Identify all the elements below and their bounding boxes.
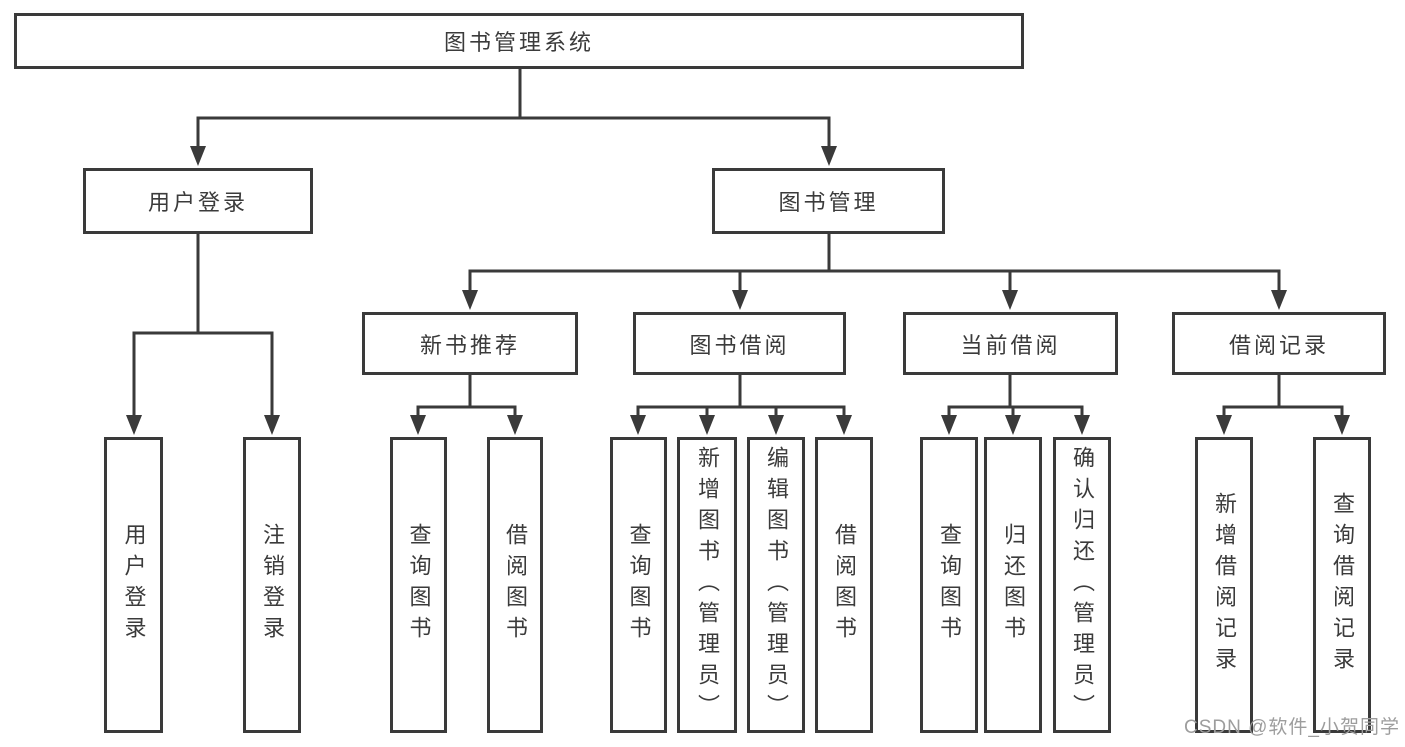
leaf-borrow-books: 借阅图书 <box>815 437 873 733</box>
leaf-edit-book-admin: 编辑图书（管理员） <box>747 437 805 733</box>
leaf-query-books-recommend-label: 查询图书 <box>406 523 432 647</box>
leaf-add-book-admin: 新增图书（管理员） <box>677 437 737 733</box>
node-book-borrow: 图书借阅 <box>633 312 846 375</box>
leaf-return-book-label: 归还图书 <box>1001 523 1026 647</box>
node-library-system: 图书管理系统 <box>14 13 1024 69</box>
leaf-query-books-recommend: 查询图书 <box>390 437 447 733</box>
connector-user-login <box>126 233 280 435</box>
leaf-query-books-current-label: 查询图书 <box>937 523 962 647</box>
connector-root <box>190 69 837 166</box>
leaf-confirm-return-admin: 确认归还（管理员） <box>1053 437 1111 733</box>
leaf-borrow-books-recommend: 借阅图书 <box>487 437 543 733</box>
connector-current-borrow <box>941 375 1090 435</box>
node-book-management-label: 图书管理 <box>778 190 879 215</box>
connector-borrow-records <box>1216 375 1350 435</box>
connector-book-management <box>462 233 1287 310</box>
node-new-book-recommend: 新书推荐 <box>362 312 578 375</box>
node-current-borrow: 当前借阅 <box>903 312 1118 375</box>
leaf-edit-book-admin-label: 编辑图书（管理员） <box>764 445 789 725</box>
node-book-management: 图书管理 <box>712 168 945 234</box>
node-new-book-recommend-label: 新书推荐 <box>419 332 520 358</box>
node-book-borrow-label: 图书借阅 <box>689 332 790 358</box>
leaf-logout: 注销登录 <box>243 437 301 733</box>
leaf-add-borrow-record-label: 新增借阅记录 <box>1212 492 1237 678</box>
leaf-user-login: 用户登录 <box>104 437 163 733</box>
leaf-add-borrow-record: 新增借阅记录 <box>1195 437 1253 733</box>
node-borrow-records-label: 借阅记录 <box>1228 332 1329 358</box>
leaf-query-books-borrow: 查询图书 <box>610 437 667 733</box>
node-library-system-label: 图书管理系统 <box>443 30 594 55</box>
leaf-user-login-label: 用户登录 <box>121 523 147 647</box>
connector-new-book-recommend <box>410 375 523 435</box>
leaf-query-borrow-record-label: 查询借阅记录 <box>1330 492 1355 678</box>
leaf-add-book-admin-label: 新增图书（管理员） <box>695 445 720 725</box>
node-current-borrow-label: 当前借阅 <box>960 332 1061 358</box>
watermark: CSDN @软件_小贺同学 <box>1184 717 1400 738</box>
leaf-query-books-borrow-label: 查询图书 <box>626 523 652 647</box>
leaf-query-borrow-record: 查询借阅记录 <box>1313 437 1371 733</box>
node-user-login: 用户登录 <box>83 168 313 234</box>
node-user-login-label: 用户登录 <box>147 190 248 215</box>
leaf-borrow-books-label: 借阅图书 <box>832 523 857 647</box>
leaf-return-book: 归还图书 <box>984 437 1042 733</box>
leaf-logout-label: 注销登录 <box>260 523 285 647</box>
connector-book-borrow <box>630 375 852 435</box>
leaf-query-books-current: 查询图书 <box>920 437 978 733</box>
node-borrow-records: 借阅记录 <box>1172 312 1386 375</box>
leaf-borrow-books-recommend-label: 借阅图书 <box>503 523 528 647</box>
leaf-confirm-return-admin-label: 确认归还（管理员） <box>1070 445 1095 725</box>
